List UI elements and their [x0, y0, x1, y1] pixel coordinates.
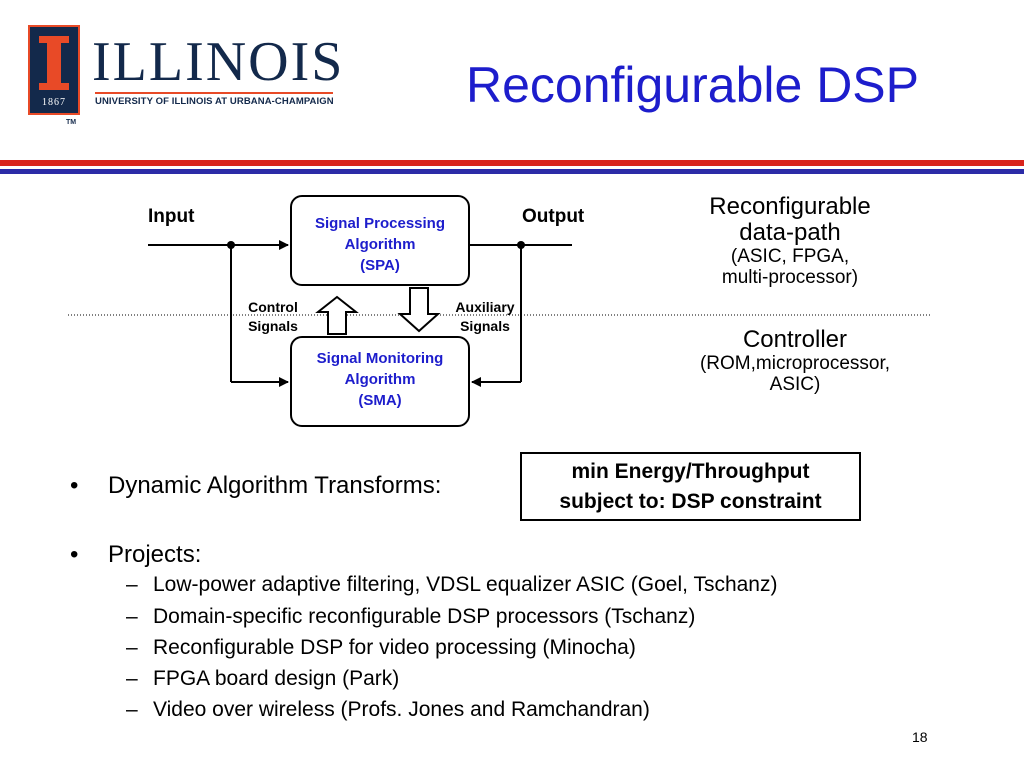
slide-title: Reconfigurable DSP	[465, 57, 919, 113]
dash-glyph: –	[126, 605, 138, 628]
spa-line-1: Signal Processing	[314, 215, 446, 232]
project-item: Reconfigurable DSP for video processing …	[153, 636, 636, 659]
auxiliary-signals-label: Auxiliary Signals	[446, 298, 524, 336]
spa-line-3: (SPA)	[360, 257, 400, 274]
control-signals-label: Control Signals	[238, 298, 308, 336]
controller-detail-1: (ROM,microprocessor,	[699, 353, 891, 374]
sma-line-3: (SMA)	[358, 392, 402, 409]
datapath-heading-1: Reconfigurable	[709, 193, 871, 220]
input-junction-dot	[227, 241, 235, 249]
constraint-line-2: subject to: DSP constraint	[559, 490, 822, 513]
project-item: Low-power adaptive filtering, VDSL equal…	[153, 573, 778, 596]
control-signals-line-2: Signals	[248, 318, 298, 334]
controller-detail-2: ASIC)	[769, 374, 821, 395]
datapath-heading-2: data-path	[739, 219, 841, 246]
input-label: Input	[148, 206, 195, 227]
constraint-box: min Energy/Throughput subject to: DSP co…	[520, 452, 861, 521]
logo-subtitle: UNIVERSITY OF ILLINOIS AT URBANA-CHAMPAI…	[95, 96, 334, 107]
datapath-description: Reconfigurable data-path (ASIC, FPGA, mu…	[640, 193, 940, 289]
bullet-dynamic-transforms: Dynamic Algorithm Transforms:	[108, 472, 442, 499]
controller-description: Controller (ROM,microprocessor, ASIC)	[645, 326, 945, 396]
logo-year: 1867	[42, 97, 66, 108]
bullet-projects: Projects:	[108, 541, 202, 568]
spa-line-2: Algorithm	[344, 236, 416, 253]
sma-box: Signal Monitoring Algorithm (SMA)	[290, 336, 470, 427]
dash-glyph: –	[126, 636, 138, 659]
dash-glyph: –	[126, 698, 138, 721]
sma-line-1: Signal Monitoring	[316, 350, 444, 367]
control-signals-line-1: Control	[248, 299, 298, 315]
bullet-glyph: •	[70, 472, 79, 499]
page-number: 18	[912, 729, 928, 745]
project-item: Video over wireless (Profs. Jones and Ra…	[153, 698, 650, 721]
logo-trademark: TM	[66, 119, 77, 126]
control-signals-arrow	[315, 295, 359, 335]
spa-box: Signal Processing Algorithm (SPA)	[290, 195, 470, 286]
datapath-detail-2: multi-processor)	[721, 267, 859, 288]
datapath-detail-1: (ASIC, FPGA,	[730, 246, 850, 267]
dash-glyph: –	[126, 573, 138, 596]
auxiliary-signals-arrow	[397, 287, 441, 333]
dash-glyph: –	[126, 667, 138, 690]
project-item: FPGA board design (Park)	[153, 667, 400, 690]
logo-rule	[95, 92, 333, 94]
bullet-glyph: •	[70, 541, 79, 568]
auxiliary-signals-line-1: Auxiliary	[455, 299, 515, 315]
illinois-logo-mark: 1867	[28, 25, 80, 115]
constraint-line-1: min Energy/Throughput	[571, 460, 810, 483]
output-junction-dot	[517, 241, 525, 249]
sma-line-2: Algorithm	[344, 371, 416, 388]
logo-wordmark: ILLINOIS	[92, 31, 345, 93]
output-label: Output	[522, 206, 585, 227]
controller-heading: Controller	[742, 326, 848, 353]
project-item: Domain-specific reconfigurable DSP proce…	[153, 605, 696, 628]
auxiliary-signals-line-2: Signals	[460, 318, 510, 334]
divider-blue	[0, 169, 1024, 174]
divider-red	[0, 160, 1024, 166]
